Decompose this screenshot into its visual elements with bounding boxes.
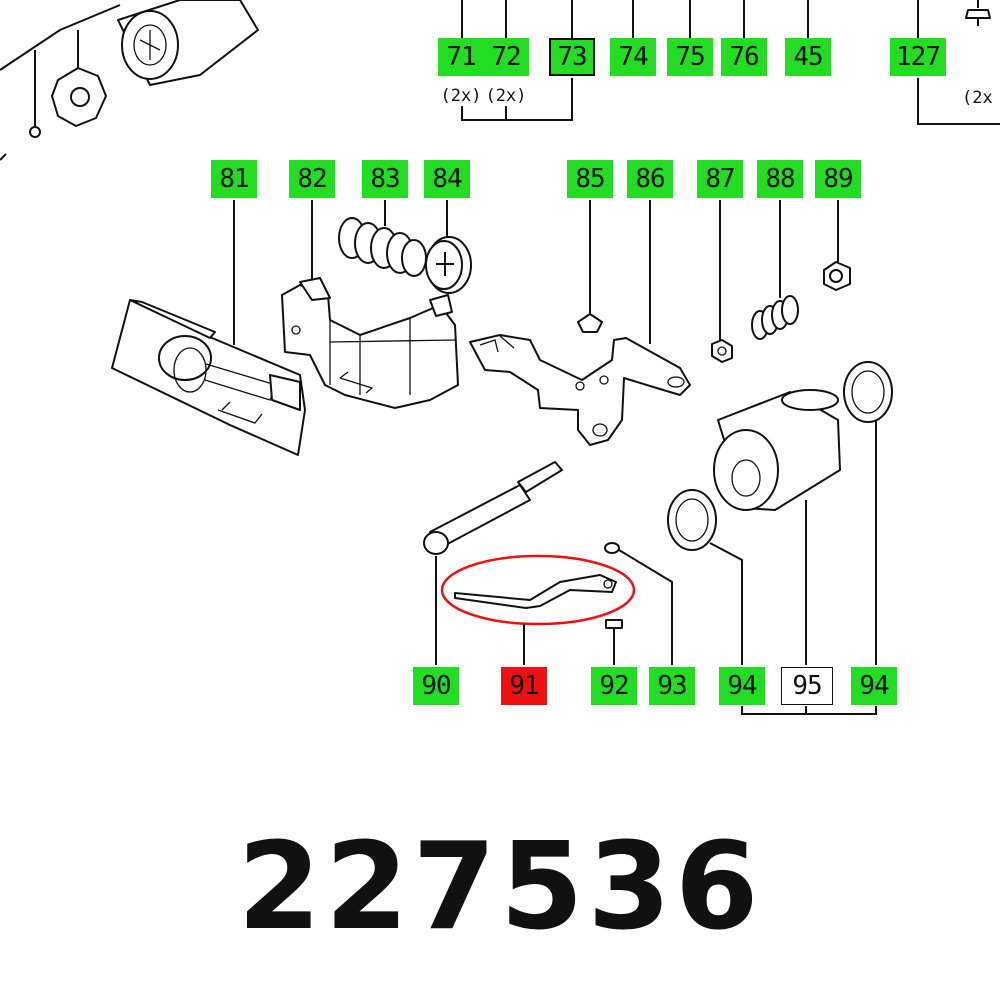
callout-92[interactable]: 92 [591, 667, 637, 705]
callout-84[interactable]: 84 [424, 160, 470, 198]
callout-85[interactable]: 85 [567, 160, 613, 198]
part-90-pin [423, 461, 563, 665]
callout-74[interactable]: 74 [610, 38, 656, 76]
part-number-title: 227536 [237, 818, 763, 957]
part-93-washer [604, 542, 673, 665]
callout-86[interactable]: 86 [627, 160, 673, 198]
part-94-ring-left [667, 489, 743, 665]
callout-75[interactable]: 75 [667, 38, 713, 76]
part-83-spring [338, 200, 427, 277]
part-87-nut [711, 200, 733, 363]
part-94-ring-right [843, 361, 893, 665]
callout-87[interactable]: 87 [697, 160, 743, 198]
quantity-72: (2x) [485, 86, 527, 106]
callout-45[interactable]: 45 [785, 38, 831, 76]
top-left-partial-assembly [0, 0, 259, 161]
callout-76[interactable]: 76 [721, 38, 767, 76]
callout-72[interactable]: 72 [483, 38, 529, 76]
callout-127[interactable]: 127 [890, 38, 946, 76]
part-95-roller [713, 389, 841, 665]
top-leaders [461, 0, 1000, 125]
callout-94-left[interactable]: 94 [719, 667, 765, 705]
callout-94-right[interactable]: 94 [851, 667, 897, 705]
callout-91-highlighted[interactable]: 91 [501, 667, 547, 705]
callout-71[interactable]: 71 [438, 38, 484, 76]
callout-81[interactable]: 81 [211, 160, 257, 198]
callout-90[interactable]: 90 [413, 667, 459, 705]
roller-set-bracket [741, 706, 877, 715]
part-89-locknut [823, 200, 851, 291]
quantity-71: (2x) [440, 86, 482, 106]
quantity-127: (2x [962, 88, 993, 108]
callout-82[interactable]: 82 [289, 160, 335, 198]
part-88-spring [751, 200, 799, 340]
part-84-cap [425, 200, 472, 294]
callout-93[interactable]: 93 [649, 667, 695, 705]
callout-95[interactable]: 95 [781, 667, 833, 705]
callout-89[interactable]: 89 [815, 160, 861, 198]
highlight-ellipse [440, 554, 636, 626]
part-85-rivet [577, 200, 603, 333]
part-91-lever [440, 554, 636, 665]
part-86-plate [469, 200, 691, 446]
part-82-bracket [281, 200, 459, 409]
callout-88[interactable]: 88 [757, 160, 803, 198]
part-81-slider-channel [111, 200, 306, 456]
callout-73[interactable]: 73 [549, 38, 595, 76]
part-92-screw [605, 619, 623, 665]
callout-83[interactable]: 83 [362, 160, 408, 198]
